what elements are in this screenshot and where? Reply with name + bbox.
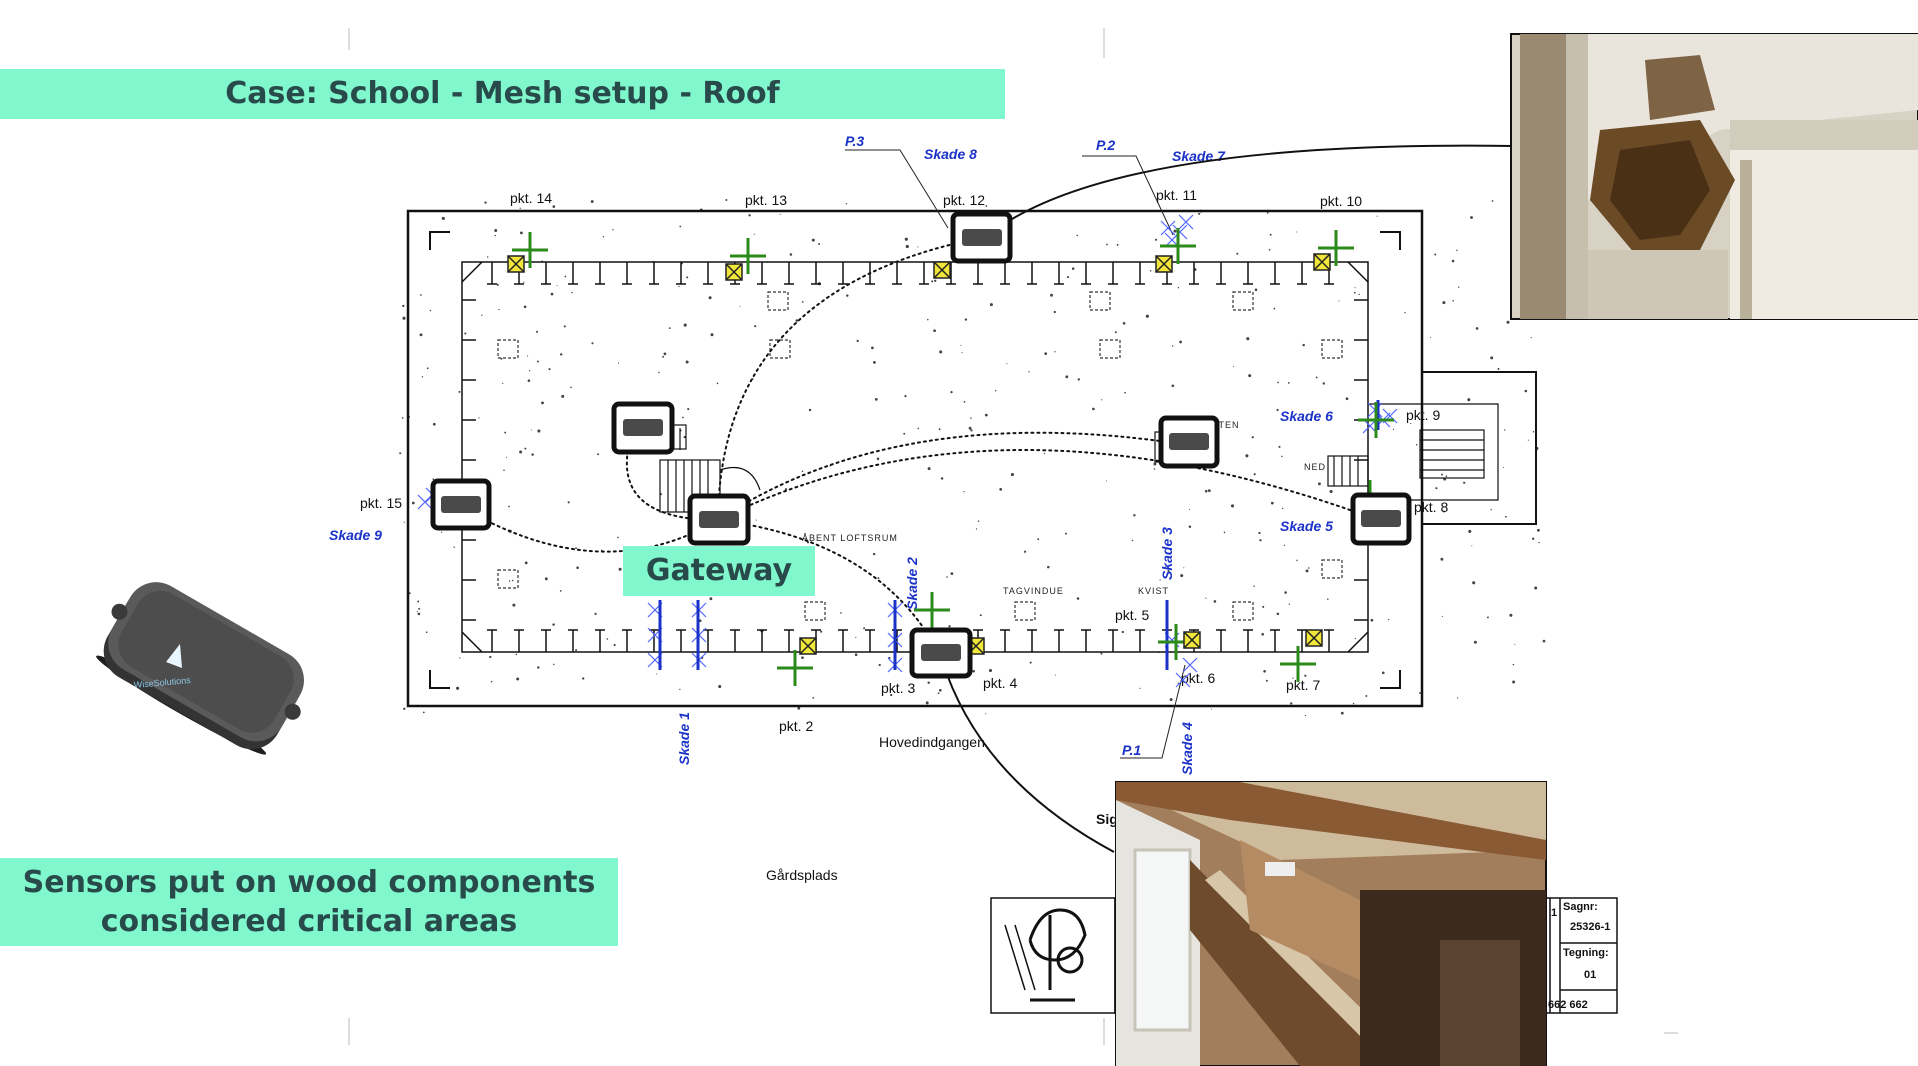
skade-2: Skade 2 bbox=[904, 557, 920, 610]
label-sig: Sig bbox=[1096, 811, 1118, 827]
skade-3: Skade 3 bbox=[1159, 527, 1175, 580]
pkt-10: pkt. 10 bbox=[1320, 193, 1362, 209]
label-main-entrance: Hovedindgangen bbox=[879, 734, 985, 750]
caption-banner: Sensors put on wood components considere… bbox=[0, 858, 618, 946]
pkt-5: pkt. 5 bbox=[1115, 607, 1149, 623]
photo-point-p1: P.1 bbox=[1122, 742, 1141, 758]
photo-point-p3: P.3 bbox=[845, 133, 864, 149]
sensor-gateway[interactable] bbox=[687, 493, 751, 546]
label-roof-window: TAGVINDUE bbox=[1003, 586, 1064, 596]
damage-bars bbox=[658, 400, 1380, 670]
label-dormer: KVIST bbox=[1138, 586, 1169, 596]
sensor-node-4[interactable] bbox=[909, 627, 973, 679]
outer-wall bbox=[406, 209, 1537, 708]
pkt-13: pkt. 13 bbox=[745, 192, 787, 208]
skade-9: Skade 9 bbox=[329, 527, 382, 543]
page-title: Case: School - Mesh setup - Roof bbox=[0, 69, 1005, 119]
posts bbox=[497, 291, 1343, 621]
case-value: 25326-1 bbox=[1570, 921, 1610, 933]
pkt-14: pkt. 14 bbox=[510, 190, 552, 206]
gateway-label: Gateway bbox=[623, 546, 815, 596]
mesh-connections bbox=[457, 237, 1379, 656]
photo-damaged-beam bbox=[1510, 33, 1918, 320]
sensor-node-8[interactable] bbox=[1350, 492, 1412, 546]
measurement-markers bbox=[512, 228, 1394, 686]
phone-value: 662 662 bbox=[1548, 999, 1588, 1011]
pkt-2: pkt. 2 bbox=[779, 718, 813, 734]
pkt-15: pkt. 15 bbox=[360, 495, 402, 511]
photo-link-lines bbox=[941, 144, 1513, 853]
brand-logo-icon bbox=[166, 644, 182, 668]
skade-5: Skade 5 bbox=[1280, 518, 1333, 534]
label-down: NED bbox=[1304, 462, 1326, 472]
sensor-node-12[interactable] bbox=[950, 211, 1013, 264]
photo-leaders bbox=[845, 149, 1186, 759]
sensor-node-west[interactable] bbox=[611, 401, 675, 455]
label-courtyard: Gårdsplads bbox=[766, 867, 838, 883]
damage-x-marks bbox=[417, 214, 1398, 688]
pkt-12: pkt. 12 bbox=[943, 192, 985, 208]
photo-point-p2: P.2 bbox=[1096, 137, 1115, 153]
pkt-8: pkt. 8 bbox=[1414, 499, 1448, 515]
drawing-label: Tegning: bbox=[1563, 947, 1609, 959]
case-label: Sagnr: bbox=[1563, 901, 1598, 913]
title-block-text: Sagnr: 25326-1 Tegning: 01 662 662 1 bbox=[1548, 901, 1610, 1011]
sensors bbox=[430, 211, 1412, 679]
pkt-3: pkt. 3 bbox=[881, 680, 915, 696]
pkt-7: pkt. 7 bbox=[1286, 677, 1320, 693]
drawing-value: 01 bbox=[1584, 969, 1596, 981]
label-open-loft: ÅBENT LOFTSRUM bbox=[802, 533, 898, 543]
pkt-9: pkt. 9 bbox=[1406, 407, 1440, 423]
microscope-icon bbox=[1004, 908, 1087, 1002]
sensor-device-illustration: WiseSolutions bbox=[96, 582, 304, 755]
skade-8: Skade 8 bbox=[924, 146, 977, 162]
pkt-11: pkt. 11 bbox=[1156, 187, 1197, 203]
drawing-title-block bbox=[990, 897, 1618, 1014]
sensor-node-15[interactable] bbox=[430, 478, 492, 531]
photo-attic-interior bbox=[1115, 781, 1547, 1066]
skade-4: Skade 4 bbox=[1179, 722, 1195, 775]
damage-labels: Skade 9 Skade 8 Skade 7 Skade 6 Skade 5 … bbox=[329, 133, 1333, 775]
sensor-brand: WiseSolutions bbox=[133, 675, 191, 690]
skade-1: Skade 1 bbox=[676, 712, 692, 765]
page-value: 1 bbox=[1551, 907, 1557, 919]
pkt-4: pkt. 4 bbox=[983, 675, 1017, 691]
sensor-node-chimney[interactable] bbox=[1158, 415, 1220, 469]
skade-6: Skade 6 bbox=[1280, 408, 1333, 424]
